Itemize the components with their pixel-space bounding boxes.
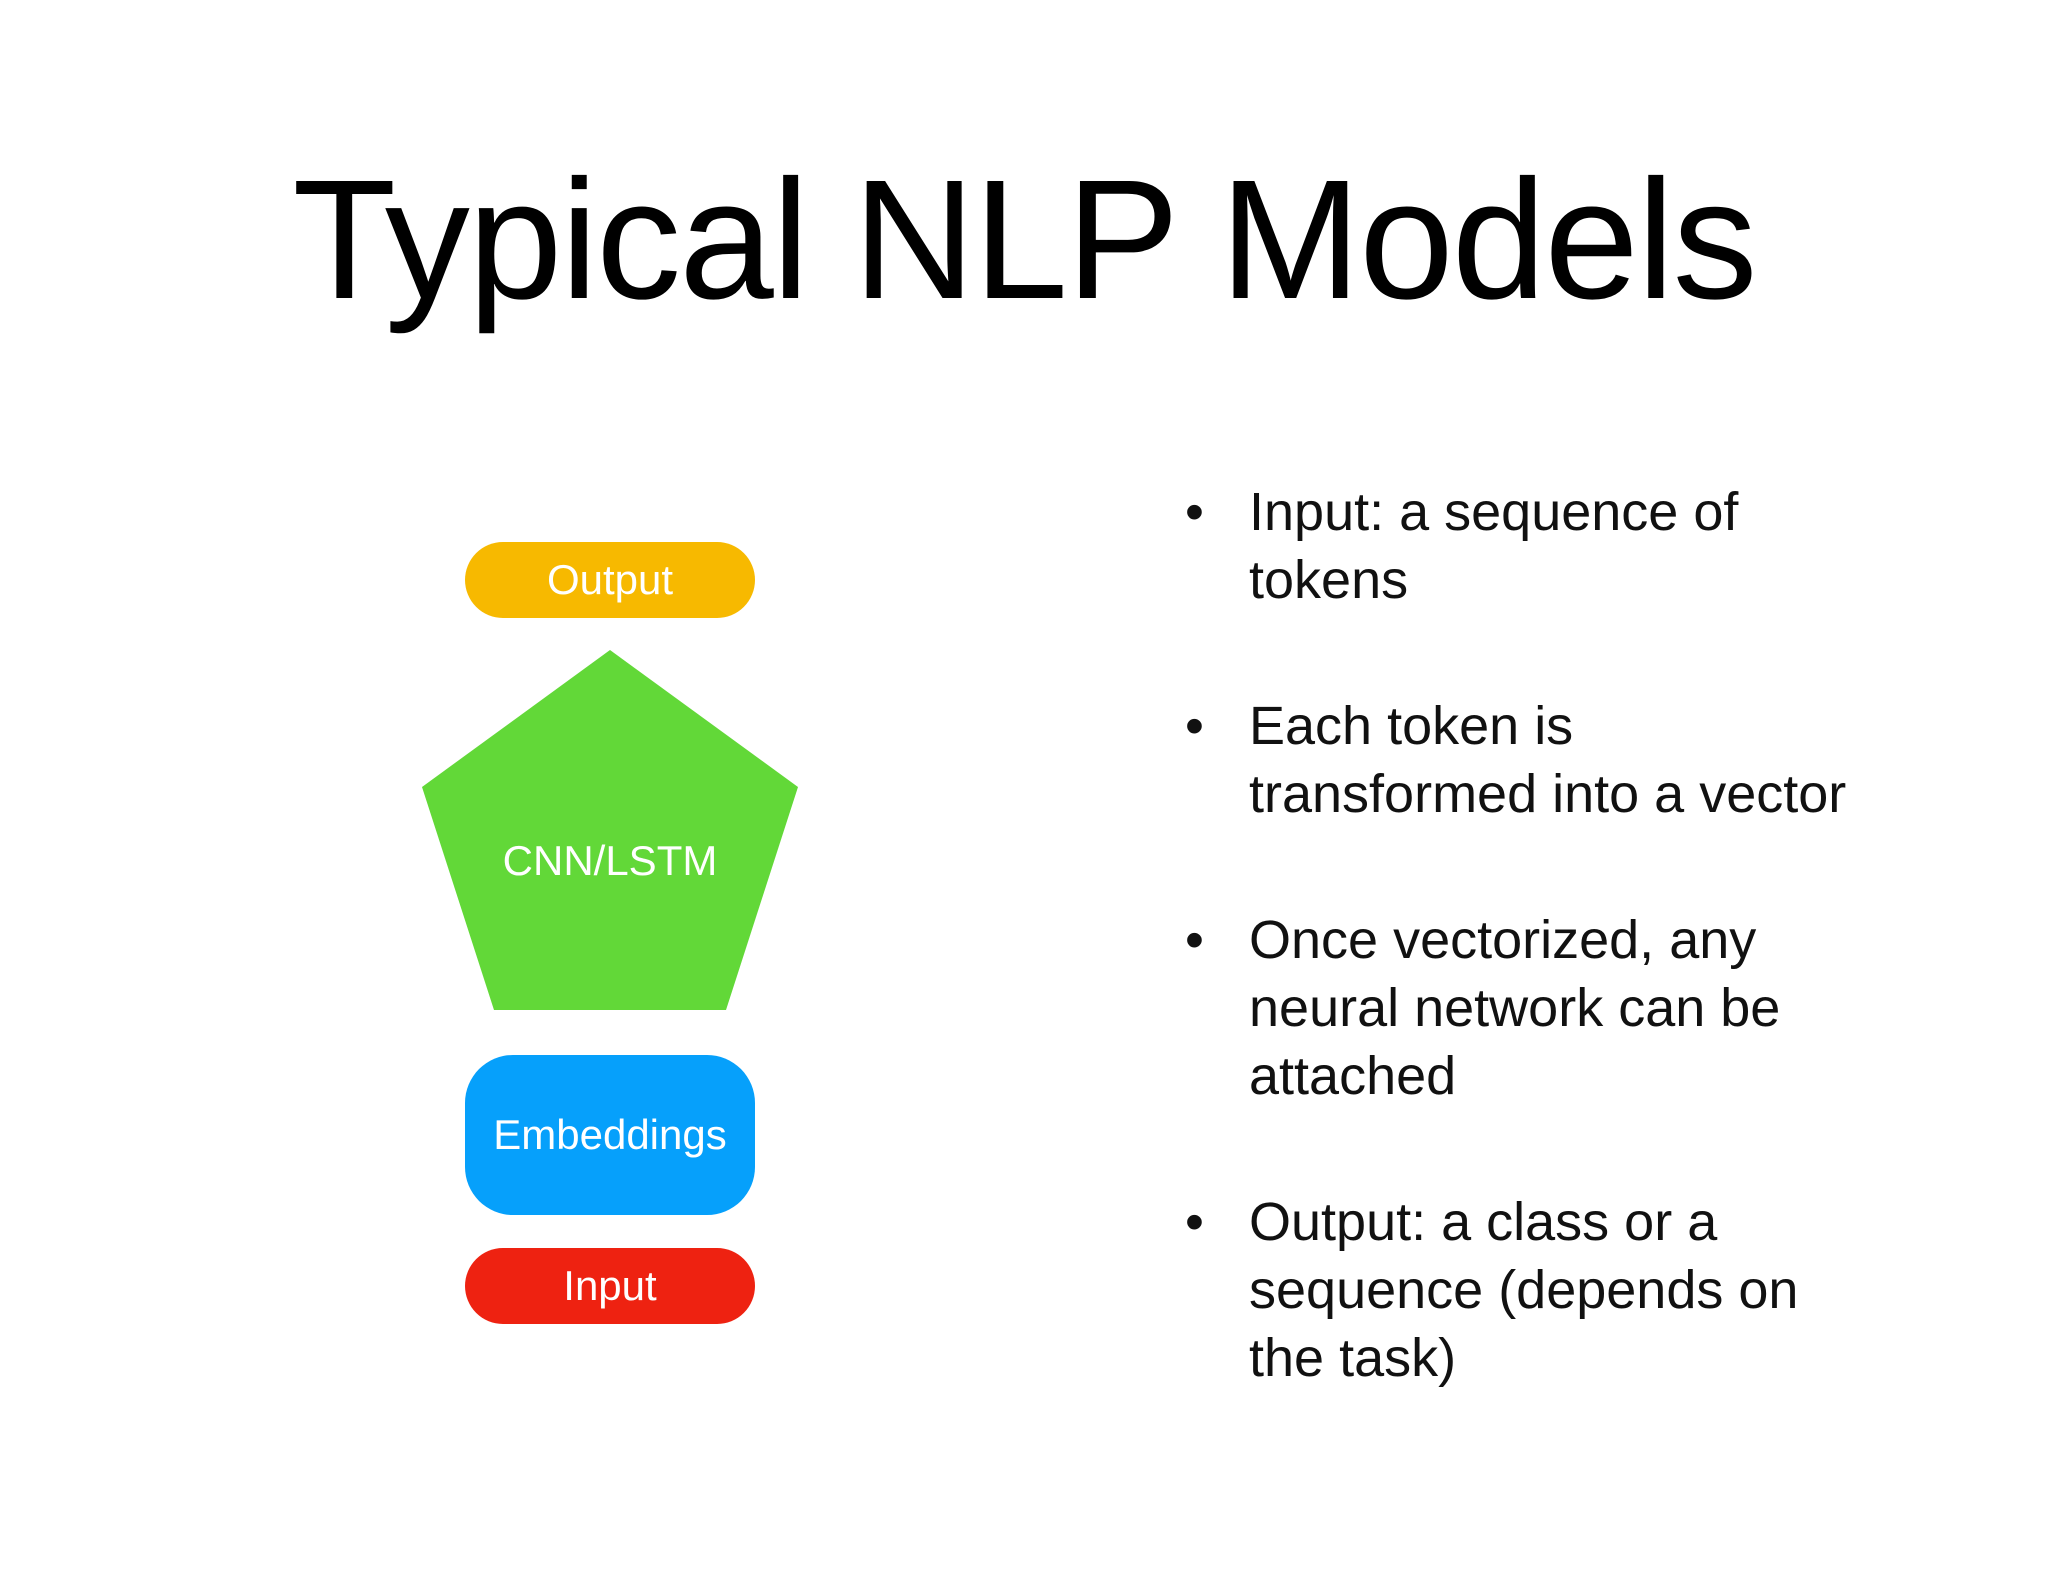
bullet-line: Output: a class or a	[1249, 1192, 1718, 1252]
bullet-line: neural network can be	[1249, 978, 1781, 1038]
bullet-list: • Input: a sequence of tokens • Each tok…	[1185, 478, 2005, 1392]
output-node-label: Output	[546, 556, 674, 603]
slide-title: Typical NLP Models	[292, 145, 1757, 335]
bullet-line: transformed into a vector	[1249, 764, 1847, 824]
bullet-line: tokens	[1249, 550, 1409, 610]
bullet-marker: •	[1185, 1192, 1204, 1252]
bullet-item: • Each token is transformed into a vecto…	[1185, 692, 2005, 828]
bullet-line: Input: a sequence of	[1249, 482, 1739, 542]
input-node-label: Input	[563, 1262, 657, 1309]
model-shape	[422, 650, 798, 1010]
bullet-item: • Output: a class or a sequence (depends…	[1185, 1188, 2005, 1392]
bullet-item: • Input: a sequence of tokens	[1185, 478, 2005, 614]
bullet-marker: •	[1185, 696, 1204, 756]
input-node: Input	[465, 1248, 755, 1324]
embeddings-node-label: Embeddings	[493, 1111, 727, 1158]
bullet-line: attached	[1249, 1046, 1457, 1106]
model-node-label: CNN/LSTM	[502, 837, 718, 884]
output-node: Output	[465, 542, 755, 618]
bullet-item: • Once vectorized, any neural network ca…	[1185, 906, 2005, 1110]
bullet-marker: •	[1185, 482, 1204, 542]
bullet-line: Each token is	[1249, 696, 1574, 756]
bullet-line: sequence (depends on	[1249, 1260, 1799, 1320]
bullet-line: Once vectorized, any	[1249, 910, 1757, 970]
bullet-line: the task)	[1249, 1328, 1457, 1388]
embeddings-node: Embeddings	[465, 1055, 755, 1215]
model-diagram: Output CNN/LSTM Embeddings Input	[380, 520, 840, 1340]
cnn-lstm-pentagon	[422, 650, 798, 1010]
bullet-marker: •	[1185, 910, 1204, 970]
